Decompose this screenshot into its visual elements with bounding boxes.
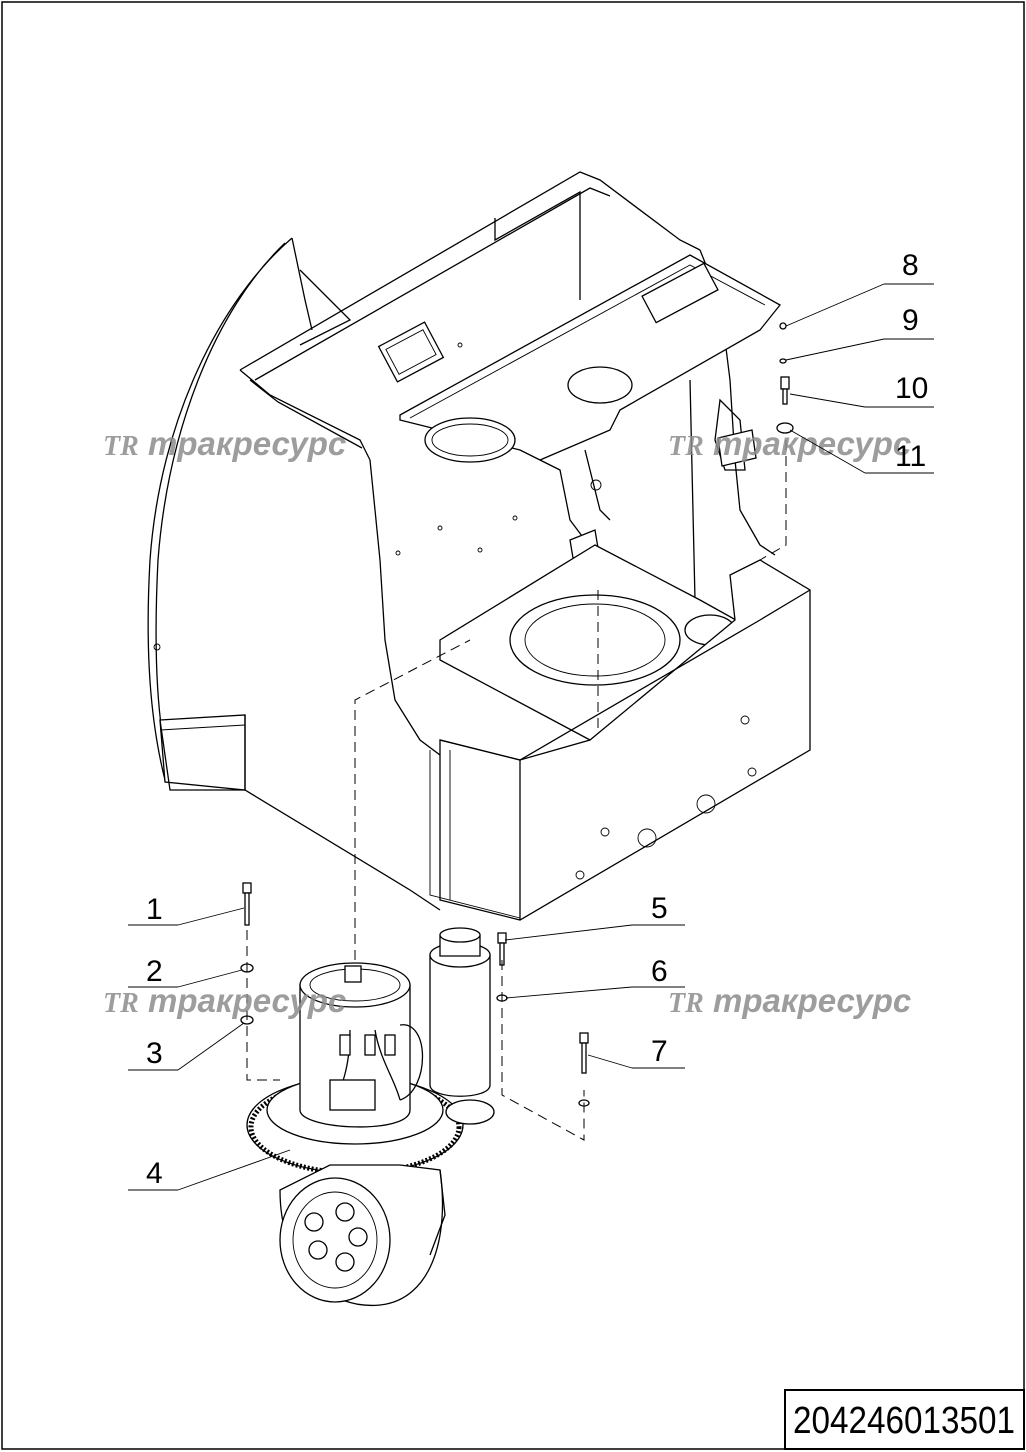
callout-number: 2	[146, 955, 163, 988]
watermark-right-top: TR тракресурс	[668, 425, 911, 462]
hardware-drawing	[240, 322, 794, 1107]
watermark-logo: TR	[103, 431, 139, 462]
callout-6: 6	[505, 955, 685, 999]
document-number: 204246013501	[793, 1400, 1015, 1442]
callout-number: 4	[146, 1157, 163, 1190]
watermark-logo: TR	[668, 431, 704, 462]
watermark-text: тракресурс	[148, 425, 346, 462]
watermark-text: тракресурс	[713, 982, 911, 1019]
callout-number: 8	[902, 249, 919, 282]
chassis-frame-drawing	[147, 171, 811, 921]
callout-9: 9	[785, 304, 934, 361]
watermark-text: тракресурс	[148, 982, 346, 1019]
watermark-logo: TR	[668, 988, 704, 1019]
callout-number: 7	[651, 1035, 668, 1068]
callout-8: 8	[785, 249, 934, 327]
callout-7: 7	[587, 1035, 685, 1069]
callout-11: 11	[789, 429, 934, 474]
assembly-lines	[246, 440, 787, 1141]
callout-2: 2	[128, 955, 243, 988]
callout-3: 3	[128, 1022, 245, 1071]
callout-number: 11	[895, 440, 926, 473]
callout-number: 10	[895, 372, 928, 405]
callout-10: 10	[789, 372, 934, 408]
callout-number: 6	[651, 955, 668, 988]
watermark-left-top: TR тракресурс	[103, 425, 346, 462]
callout-4: 4	[128, 1149, 291, 1191]
callout-1: 1	[128, 893, 245, 926]
watermark-text: тракресурс	[713, 425, 911, 462]
watermark-left-bottom: TR тракресурс	[103, 982, 346, 1019]
callout-5: 5	[504, 892, 685, 941]
callout-number: 5	[651, 892, 668, 925]
callout-number: 9	[902, 304, 919, 337]
callout-number: 1	[146, 893, 163, 926]
watermark-logo: TR	[103, 988, 139, 1019]
watermark-right-bottom: TR тракресурс	[668, 982, 911, 1019]
drive-unit-drawing	[246, 927, 495, 1307]
document-number-box: 204246013501	[784, 1389, 1025, 1450]
callout-number: 3	[146, 1037, 163, 1070]
